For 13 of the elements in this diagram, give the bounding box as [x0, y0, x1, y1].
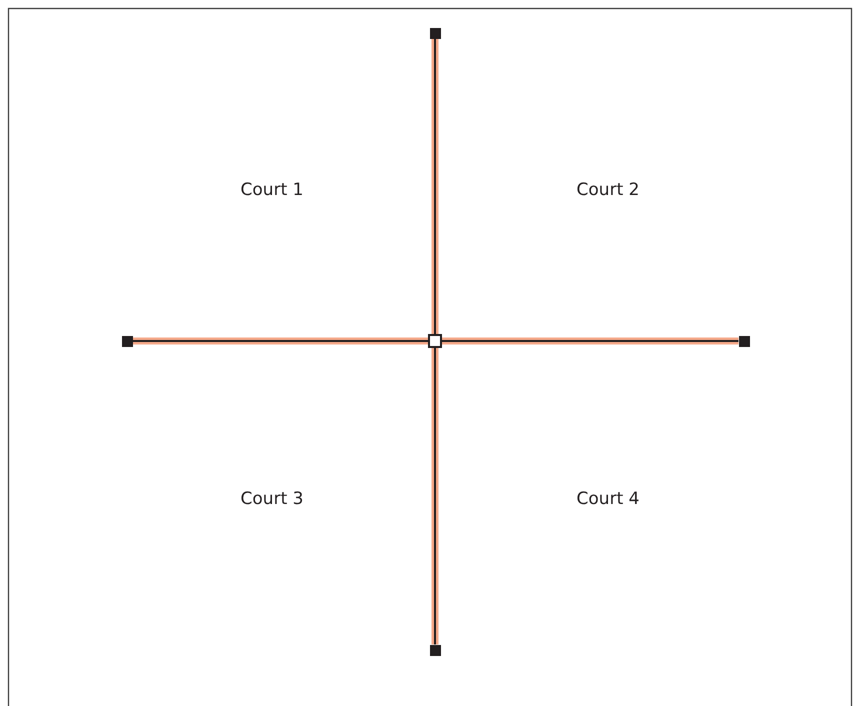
connector-line: [442, 338, 738, 344]
connector-line: [432, 348, 438, 644]
area-label: Court 1: [240, 180, 304, 200]
end-square: [738, 336, 750, 346]
area-label: Court 4: [576, 489, 640, 509]
end-square: [430, 28, 440, 38]
connector-line: [132, 338, 428, 344]
area-label: Court 3: [240, 489, 304, 509]
end-square: [430, 644, 440, 656]
area-label: Court 2: [576, 180, 640, 200]
end-square: [122, 336, 132, 346]
junction-square: [428, 334, 442, 348]
connector-line: [432, 38, 438, 334]
